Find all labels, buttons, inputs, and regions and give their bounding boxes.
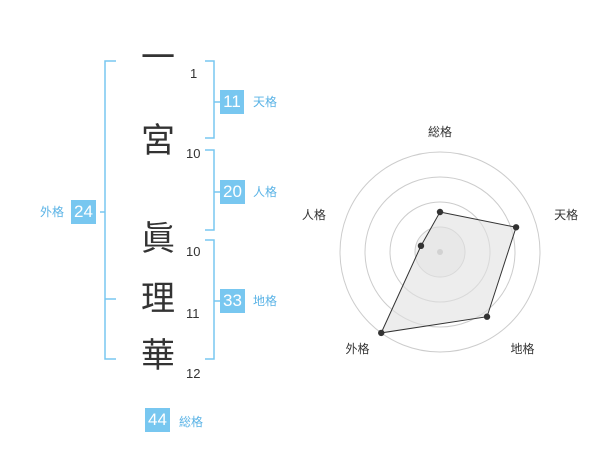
radar-point-5 <box>417 242 425 250</box>
radar-area <box>380 211 517 334</box>
jinkaku-label: 人格 <box>253 185 278 199</box>
radar-point-1 <box>436 208 444 216</box>
stroke-count-2: 10 <box>186 146 201 161</box>
tenkaku-bracket <box>205 60 215 139</box>
tenkaku-label: 天格 <box>253 95 278 109</box>
radar-point-2 <box>512 224 520 231</box>
name-char-5: 華 <box>141 336 175 376</box>
radar-point-4 <box>378 329 385 337</box>
radar-point-3 <box>483 313 491 320</box>
name-char-1: 一 <box>141 38 175 78</box>
radar-axis-label-5: 人格 <box>302 207 326 222</box>
radar-ring-3 <box>364 176 516 328</box>
gaikaku-value: 24 <box>71 200 96 224</box>
name-char-3: 眞 <box>141 219 175 259</box>
gaikaku-label: 外格 <box>40 205 65 219</box>
chikaku-bracket <box>205 239 215 360</box>
soukaku-label: 総格 <box>179 415 204 429</box>
tenkaku-value: 11 <box>220 90 244 114</box>
stroke-count-4: 11 <box>186 306 200 321</box>
radar-axis-label-4: 外格 <box>345 341 369 356</box>
jinkaku-value: 20 <box>220 180 245 204</box>
radar-axis-label-1: 総格 <box>428 124 452 139</box>
stroke-count-5: 12 <box>186 366 201 381</box>
jinkaku-bracket <box>205 149 215 231</box>
soukaku-value: 44 <box>145 408 170 432</box>
radar-axis-label-2: 天格 <box>554 207 578 222</box>
chikaku-label: 地格 <box>253 294 278 308</box>
chikaku-value: 33 <box>220 289 245 313</box>
name-char-2: 宮 <box>141 121 175 161</box>
stroke-count-1: 1 <box>190 66 198 81</box>
name-char-4: 理 <box>141 279 175 319</box>
stroke-count-3: 10 <box>186 244 201 259</box>
radar-axis-label-3: 地格 <box>511 341 535 356</box>
gaikaku-bracket <box>104 60 116 360</box>
